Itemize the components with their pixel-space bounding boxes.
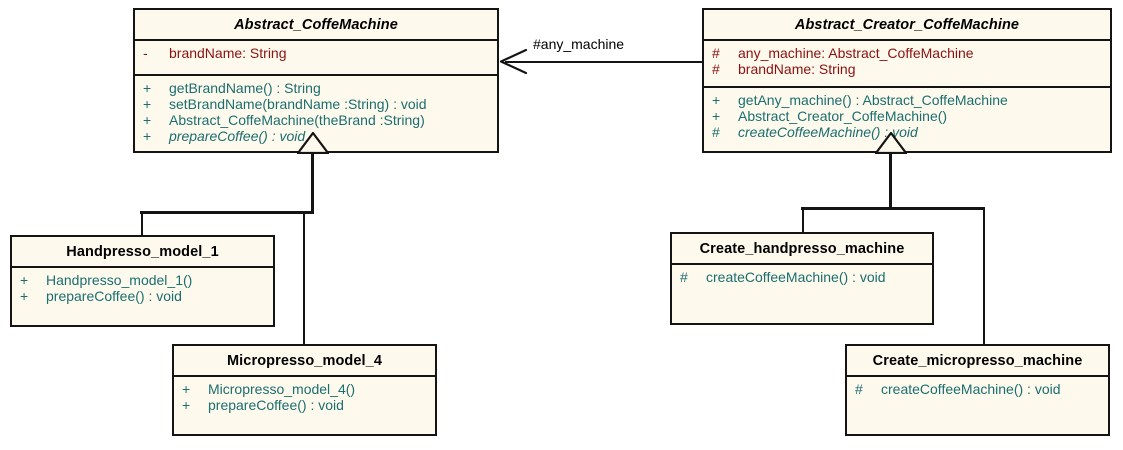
visibility-marker: + (143, 80, 152, 96)
operation-signature: createCoffeeMachine() : void (881, 381, 1061, 397)
class-title-create-micropresso-machine: Create_micropresso_machine (847, 346, 1108, 377)
operation-row: + Handpresso_model_1() (12, 272, 273, 288)
visibility-marker: + (182, 397, 191, 413)
attribute-signature: any_machine: Abstract_CoffeMachine (738, 45, 974, 61)
class-title-abstract-creator-coffemachine: Abstract_Creator_CoffeMachine (704, 10, 1110, 41)
operation-signature: Abstract_Creator_CoffeMachine() (738, 108, 948, 124)
operation-signature: setBrandName(brandName :String) : void (169, 96, 427, 112)
operation-signature: prepareCoffee() : void (169, 128, 306, 144)
class-box-micropresso-model-4[interactable]: Micropresso_model_4 + Micropresso_model_4… (172, 344, 437, 436)
attribute-row: # any_machine: Abstract_CoffeMachine (704, 45, 1110, 61)
operations-compartment-handpresso-model-1: + Handpresso_model_1() + prepareCoffee() :… (12, 268, 273, 325)
generalization-drop-create-handpresso (802, 207, 804, 233)
attributes-compartment-abstract-creator-coffemachine: # any_machine: Abstract_CoffeMachine # bra… (704, 41, 1110, 88)
operation-row: + getAny_machine() : Abstract_CoffeMachin… (704, 92, 1110, 108)
visibility-marker: # (712, 124, 720, 140)
visibility-marker: + (712, 108, 721, 124)
operation-signature: Handpresso_model_1() (46, 272, 193, 288)
operations-compartment-create-handpresso-machine: # createCoffeeMachine() : void (672, 265, 932, 323)
operation-row: + prepareCoffee() : void (135, 128, 497, 144)
generalization-bar-right (801, 207, 985, 210)
generalization-bar-left (140, 211, 314, 214)
generalization-drop-create-micropresso (983, 207, 985, 345)
visibility-marker: # (712, 45, 720, 61)
visibility-marker: + (143, 112, 152, 128)
class-box-create-micropresso-machine[interactable]: Create_micropresso_machine # createCoffee… (845, 344, 1110, 436)
operations-compartment-micropresso-model-4: + Micropresso_model_4() + prepareCoffee() … (174, 377, 435, 434)
operation-row: # createCoffeeMachine() : void (847, 381, 1108, 397)
operation-signature: prepareCoffee() : void (46, 288, 182, 304)
operation-row: + Abstract_Creator_CoffeMachine() (704, 108, 1110, 124)
generalization-drop-handpresso (141, 211, 143, 236)
operation-row: # createCoffeeMachine() : void (672, 269, 932, 285)
attributes-compartment-abstract-coffemachine: - brandName: String (135, 41, 497, 76)
association-label-any-machine: #any_machine (533, 36, 625, 52)
operations-compartment-create-micropresso-machine: # createCoffeeMachine() : void (847, 377, 1108, 434)
operation-row: + Micropresso_model_4() (174, 381, 435, 397)
association-line-any-machine (505, 61, 703, 63)
operation-signature: getBrandName() : String (169, 80, 321, 96)
class-title-handpresso-model-1: Handpresso_model_1 (12, 237, 273, 268)
operation-signature: createCoffeeMachine() : void (738, 124, 918, 140)
operation-row: + prepareCoffee() : void (174, 397, 435, 413)
class-box-abstract-creator-coffemachine[interactable]: Abstract_Creator_CoffeMachine # any_machi… (702, 8, 1112, 153)
operation-row: + setBrandName(brandName :String) : void (135, 96, 497, 112)
generalization-drop-micropresso (303, 211, 305, 345)
attribute-row: - brandName: String (135, 45, 497, 61)
visibility-marker: + (182, 381, 191, 397)
operation-row: + Abstract_CoffeMachine(theBrand :String) (135, 112, 497, 128)
attribute-signature: brandName: String (169, 45, 287, 61)
operation-signature: getAny_machine() : Abstract_CoffeMachine (738, 92, 1008, 108)
visibility-marker: + (712, 92, 721, 108)
operation-signature: createCoffeeMachine() : void (706, 269, 886, 285)
class-box-create-handpresso-machine[interactable]: Create_handpresso_machine # createCoffeeM… (670, 232, 934, 325)
operation-signature: Abstract_CoffeMachine(theBrand :String) (169, 112, 425, 128)
operation-row: + getBrandName() : String (135, 80, 497, 96)
association-open-arrow-icon (498, 48, 528, 76)
class-title-abstract-coffemachine: Abstract_CoffeMachine (135, 10, 497, 41)
visibility-marker: - (143, 45, 148, 61)
visibility-marker: + (143, 96, 152, 112)
class-title-micropresso-model-4: Micropresso_model_4 (174, 346, 435, 377)
attribute-signature: brandName: String (738, 61, 856, 77)
visibility-marker: # (680, 269, 688, 285)
visibility-marker: + (143, 128, 152, 144)
visibility-marker: # (712, 61, 720, 77)
generalization-stem-left (311, 152, 314, 214)
class-box-handpresso-model-1[interactable]: Handpresso_model_1 + Handpresso_model_1()… (10, 235, 275, 327)
class-box-abstract-coffemachine[interactable]: Abstract_CoffeMachine - brandName: String… (133, 8, 499, 153)
visibility-marker: + (20, 288, 29, 304)
operation-row: # createCoffeeMachine() : void (704, 124, 1110, 140)
operations-compartment-abstract-creator-coffemachine: + getAny_machine() : Abstract_CoffeMachin… (704, 88, 1110, 151)
visibility-marker: + (20, 272, 29, 288)
operations-compartment-abstract-coffemachine: + getBrandName() : String + setBrandName(b… (135, 76, 497, 151)
generalization-stem-right (889, 152, 892, 210)
class-title-create-handpresso-machine: Create_handpresso_machine (672, 234, 932, 265)
visibility-marker: # (855, 381, 863, 397)
operation-row: + prepareCoffee() : void (12, 288, 273, 304)
attribute-row: # brandName: String (704, 61, 1110, 77)
operation-signature: Micropresso_model_4() (208, 381, 356, 397)
operation-signature: prepareCoffee() : void (208, 397, 344, 413)
